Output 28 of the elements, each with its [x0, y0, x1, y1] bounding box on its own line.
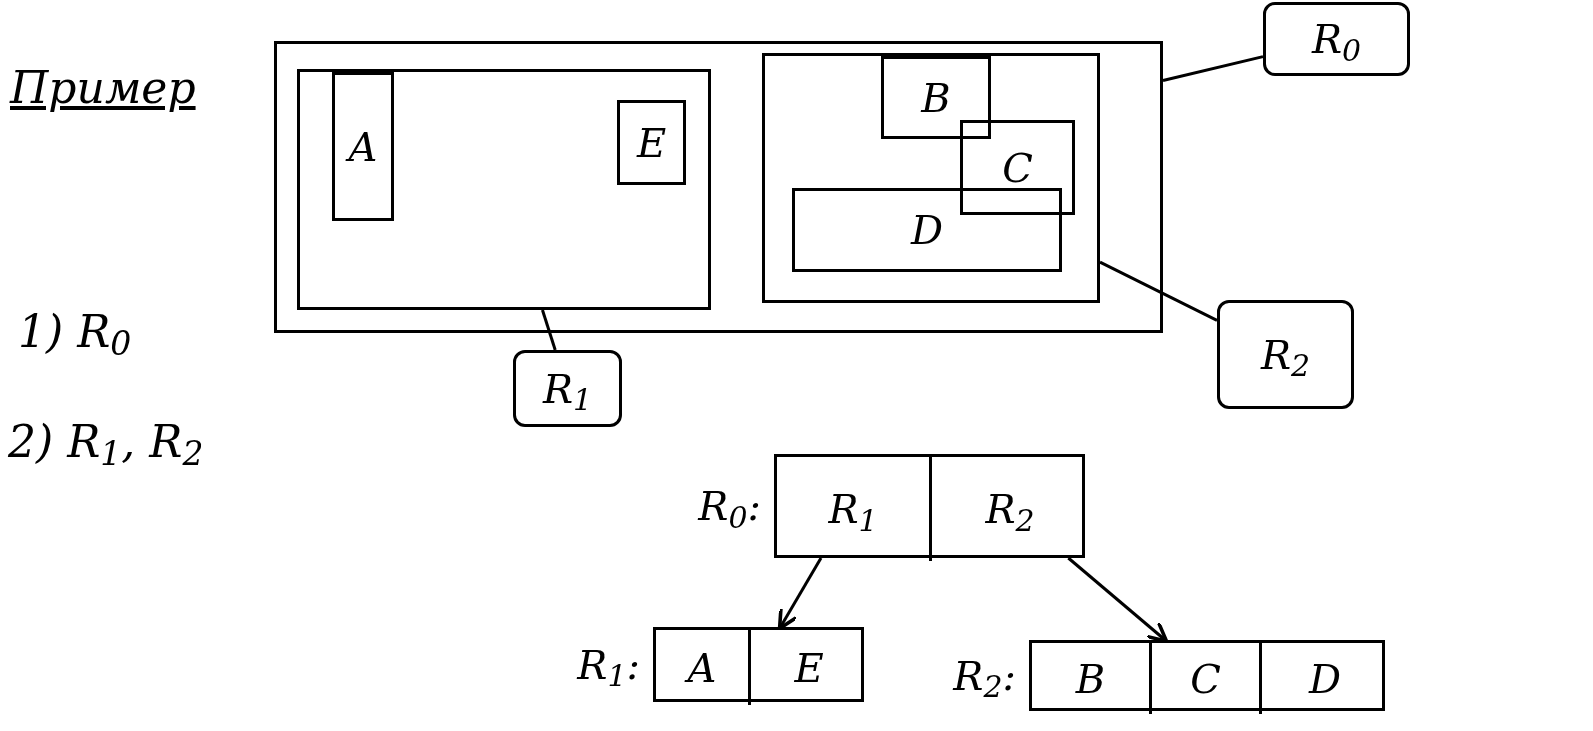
region-box — [274, 41, 1163, 333]
label-box: R$_{0}$ — [1263, 2, 1410, 76]
record-cell: A — [656, 630, 751, 705]
arrow — [1067, 556, 1169, 643]
entry-box: A — [332, 72, 394, 221]
entry-box: E — [617, 100, 686, 185]
record-cell: R$_{2}$ — [932, 457, 1088, 561]
record-label: R$_{1}$: — [577, 644, 640, 685]
note: 2) R$_{1}$, R$_{2}$ — [8, 420, 204, 464]
entry-box: C — [960, 120, 1075, 215]
record-label: R$_{2}$: — [953, 655, 1016, 696]
entry-box: D — [792, 188, 1062, 272]
record-cell: E — [751, 630, 867, 705]
leader-line — [1099, 260, 1218, 322]
region-box — [762, 53, 1100, 303]
record-cell: R$_{1}$ — [777, 457, 932, 561]
record-label: R$_{0}$: — [698, 486, 761, 526]
entry-box: B — [881, 56, 991, 139]
record-cell: D — [1262, 643, 1388, 714]
region-box — [297, 69, 711, 310]
leader-line — [1162, 55, 1264, 82]
record-cell: C — [1152, 643, 1262, 714]
label-box: R$_{2}$ — [1217, 300, 1354, 409]
record-cell: B — [1032, 643, 1152, 714]
heading: Пример — [10, 66, 196, 110]
note: 1) R$_{0}$ — [18, 310, 132, 354]
leader-line — [541, 309, 557, 351]
label-box: R$_{1}$ — [513, 350, 622, 427]
